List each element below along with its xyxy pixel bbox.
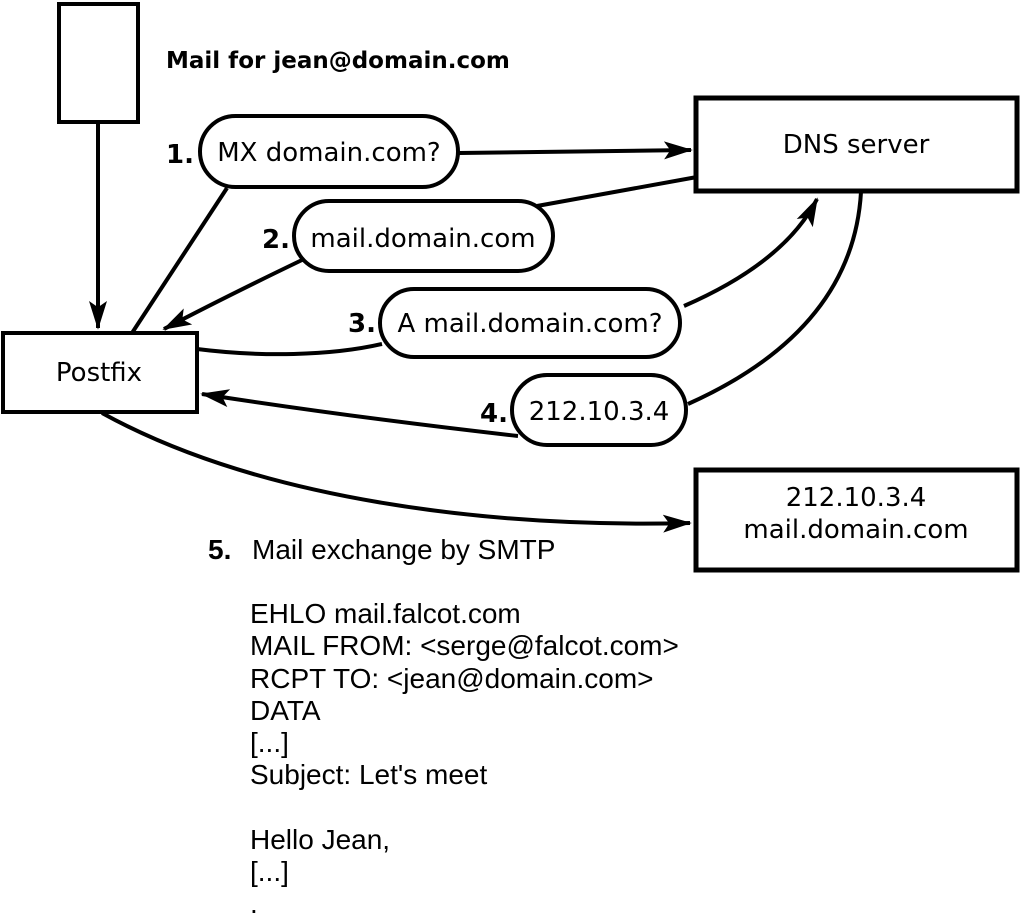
- arrow-query3-to-dns: [683, 197, 819, 308]
- step1-number: 1.: [166, 140, 194, 170]
- line-dns-to-reply2: [536, 175, 698, 208]
- smtp-line: Subject: Let's meet: [250, 759, 487, 790]
- pill-step4: [510, 373, 688, 447]
- arrow-reply2-to-postfix: [162, 258, 303, 331]
- step4-label: 212.10.3.4: [529, 397, 670, 427]
- smtp-line: [...]: [250, 727, 289, 758]
- message-box: [57, 2, 140, 124]
- dns-server-label: DNS server: [783, 130, 930, 160]
- step5-number: 5.: [208, 534, 231, 565]
- smtp-line-end-dot: .: [250, 888, 258, 919]
- step3-label: A mail.domain.com?: [398, 309, 663, 339]
- step4-number: 4.: [480, 399, 508, 429]
- smtp-line: [...]: [250, 856, 289, 887]
- smtp-line: EHLO mail.falcot.com: [250, 598, 521, 629]
- pill-step3: [378, 287, 682, 359]
- step2-number: 2.: [262, 225, 290, 255]
- smtp-transcript: EHLO mail.falcot.com MAIL FROM: <serge@f…: [250, 598, 679, 919]
- step1-label: MX domain.com?: [217, 138, 440, 168]
- arrow-query1-to-dns: [458, 141, 693, 160]
- smtp-line: MAIL FROM: <serge@falcot.com>: [250, 630, 679, 661]
- smtp-line: RCPT TO: <jean@domain.com>: [250, 663, 654, 694]
- smtp-line: DATA: [250, 695, 321, 726]
- line-postfix-to-query1: [130, 186, 229, 335]
- dns-server-box: [693, 95, 1020, 194]
- step2-label: mail.domain.com: [310, 224, 535, 254]
- mail-server-box: [693, 467, 1020, 573]
- step5-label: Mail exchange by SMTP: [252, 534, 555, 565]
- mail-server-ip: 212.10.3.4: [786, 483, 927, 513]
- pill-step1: [198, 114, 460, 189]
- line-dns-to-reply4: [687, 191, 863, 406]
- arrow-postfix-to-mailserver: [101, 411, 692, 533]
- line-postfix-to-query3: [196, 342, 383, 357]
- step3-number: 3.: [348, 309, 376, 339]
- postfix-box: [1, 331, 199, 414]
- mail-server-hostname: mail.domain.com: [743, 515, 968, 545]
- postfix-label: Postfix: [56, 358, 142, 388]
- smtp-line: Hello Jean,: [250, 824, 390, 855]
- arrow-reply4-to-postfix: [200, 389, 519, 438]
- pill-step2: [292, 199, 555, 273]
- diagram-title: Mail for jean@domain.com: [166, 48, 510, 74]
